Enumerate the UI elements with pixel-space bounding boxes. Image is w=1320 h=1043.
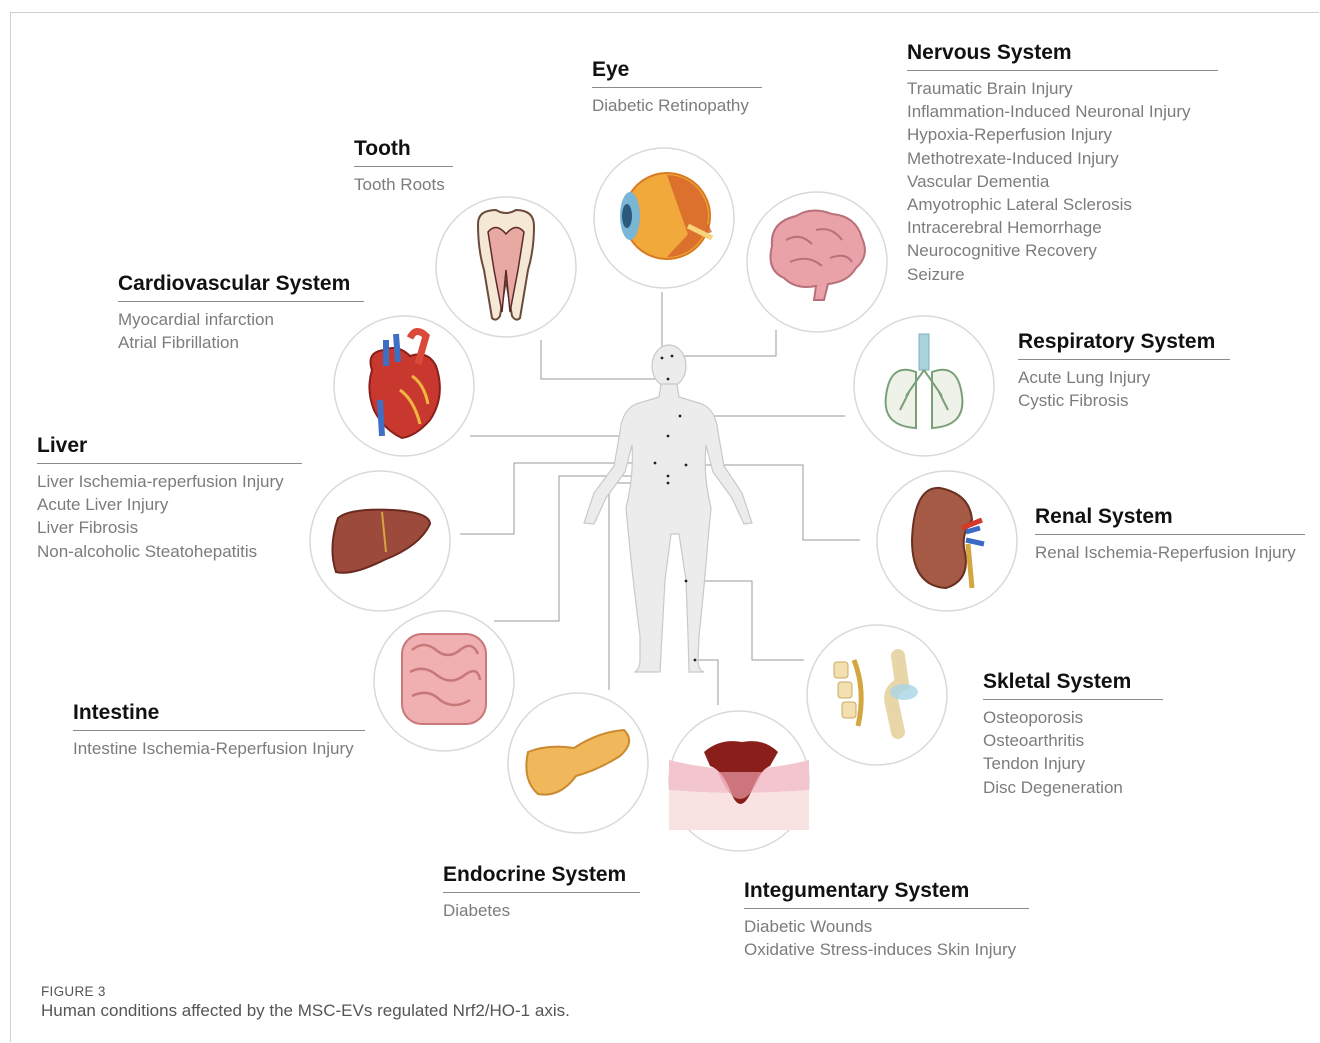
system-title: Integumentary System [744,879,1029,909]
condition-item: Seizure [907,263,1218,286]
condition-item: Liver Ischemia-reperfusion Injury [37,470,302,493]
condition-item: Atrial Fibrillation [118,331,364,354]
connector-brain [672,330,776,356]
condition-item: Intracerebral Hemorrhage [907,216,1218,239]
system-endocrine: Endocrine System Diabetes [443,863,640,922]
system-skeletal: Skletal System Osteoporosis Osteoarthrit… [983,670,1163,799]
system-title: Liver [37,434,302,464]
condition-list: Diabetes [443,899,640,922]
condition-item: Acute Liver Injury [37,493,302,516]
system-integumentary: Integumentary System Diabetic Wounds Oxi… [744,879,1029,961]
condition-item: Vascular Dementia [907,170,1218,193]
condition-item: Non-alcoholic Steatohepatitis [37,540,302,563]
condition-item: Disc Degeneration [983,776,1163,799]
system-cardiovascular: Cardiovascular System Myocardial infarct… [118,272,364,354]
figure-caption: Human conditions affected by the MSC-EVs… [41,1001,570,1021]
condition-item: Renal Ischemia-Reperfusion Injury [1035,541,1305,564]
condition-item: Osteoporosis [983,706,1163,729]
connector-kidney [686,465,860,540]
condition-item: Methotrexate-Induced Injury [907,147,1218,170]
system-title: Skletal System [983,670,1163,700]
condition-item: Oxidative Stress-induces Skin Injury [744,938,1029,961]
condition-item: Osteoarthritis [983,729,1163,752]
system-title: Renal System [1035,505,1305,535]
system-eye: Eye Diabetic Retinopathy [592,58,762,117]
system-liver: Liver Liver Ischemia-reperfusion Injury … [37,434,302,563]
condition-item: Diabetic Retinopathy [592,94,762,117]
condition-item: Hypoxia-Reperfusion Injury [907,123,1218,146]
condition-list: Tooth Roots [354,173,453,196]
condition-list: Traumatic Brain Injury Inflammation-Indu… [907,77,1218,286]
condition-item: Tendon Injury [983,752,1163,775]
condition-item: Tooth Roots [354,173,453,196]
condition-list: Intestine Ischemia-Reperfusion Injury [73,737,365,760]
system-title: Endocrine System [443,863,640,893]
system-tooth: Tooth Tooth Roots [354,137,453,196]
condition-item: Myocardial infarction [118,308,364,331]
condition-list: Diabetic Wounds Oxidative Stress-induces… [744,915,1029,961]
condition-list: Myocardial infarction Atrial Fibrillatio… [118,308,364,354]
condition-item: Acute Lung Injury [1018,366,1230,389]
system-title: Respiratory System [1018,330,1230,360]
system-title: Intestine [73,701,365,731]
condition-item: Diabetes [443,899,640,922]
system-intestine: Intestine Intestine Ischemia-Reperfusion… [73,701,365,760]
condition-item: Amyotrophic Lateral Sclerosis [907,193,1218,216]
connector-tooth [541,340,668,379]
condition-list: Renal Ischemia-Reperfusion Injury [1035,541,1305,564]
condition-item: Intestine Ischemia-Reperfusion Injury [73,737,365,760]
condition-item: Diabetic Wounds [744,915,1029,938]
system-nervous: Nervous System Traumatic Brain Injury In… [907,41,1218,286]
system-title: Tooth [354,137,453,167]
system-respiratory: Respiratory System Acute Lung Injury Cys… [1018,330,1230,412]
condition-item: Neurocognitive Recovery [907,239,1218,262]
connector-liver [460,463,655,534]
condition-list: Osteoporosis Osteoarthritis Tendon Injur… [983,706,1163,799]
condition-item: Traumatic Brain Injury [907,77,1218,100]
intestine-icon [402,634,486,724]
condition-item: Inflammation-Induced Neuronal Injury [907,100,1218,123]
system-title: Cardiovascular System [118,272,364,302]
condition-item: Liver Fibrosis [37,516,302,539]
condition-list: Liver Ischemia-reperfusion Injury Acute … [37,470,302,563]
figure-label: FIGURE 3 [41,984,106,999]
condition-list: Acute Lung Injury Cystic Fibrosis [1018,366,1230,412]
condition-list: Diabetic Retinopathy [592,94,762,117]
condition-item: Cystic Fibrosis [1018,389,1230,412]
system-title: Nervous System [907,41,1218,71]
system-title: Eye [592,58,762,88]
system-renal: Renal System Renal Ischemia-Reperfusion … [1035,505,1305,564]
